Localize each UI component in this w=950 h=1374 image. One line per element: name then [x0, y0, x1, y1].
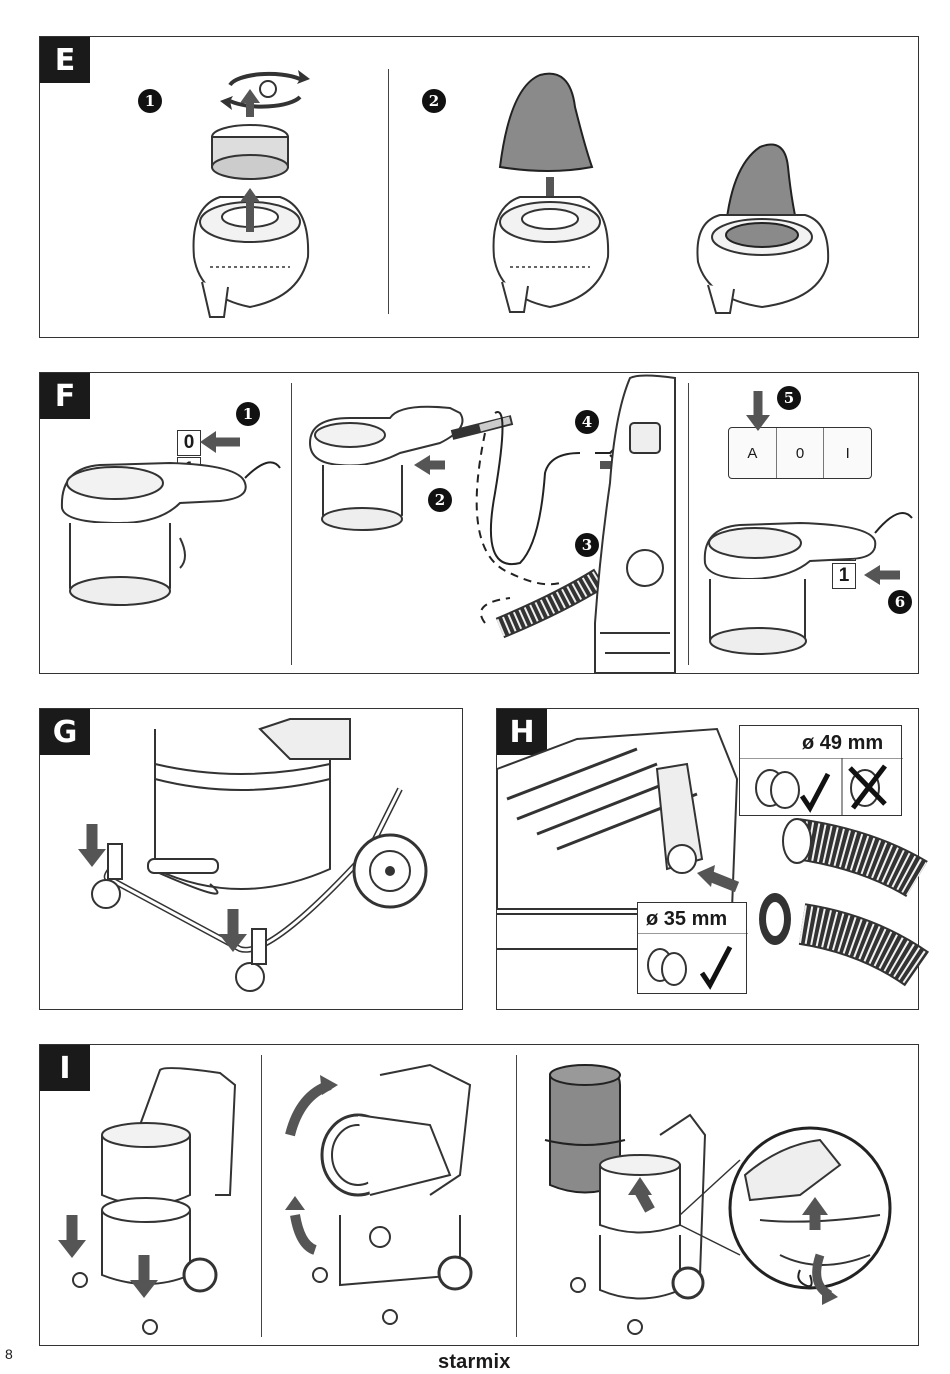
panel-i-divider-2 [516, 1055, 517, 1337]
mode-key-a[interactable]: A [729, 428, 777, 478]
step-number-f5: 5 [777, 386, 801, 410]
step-number-e2: 2 [422, 89, 446, 113]
adapter-35mm-icons [638, 933, 748, 990]
filter-removal-illustration [192, 70, 310, 318]
brand-logo: starmix [438, 1351, 511, 1373]
panel-e-label: E [40, 37, 90, 83]
panel-f-label: F [40, 373, 90, 419]
panel-i-divider-1 [261, 1055, 262, 1337]
callout-35mm: ø 35 mm [637, 902, 748, 994]
page-number: 8 [5, 1346, 13, 1362]
bag-installed-illustration [696, 143, 830, 314]
step-number-f1: 1 [236, 402, 260, 426]
panel-e-divider [388, 69, 389, 314]
caster-brake-illustration [78, 718, 428, 992]
sander-switch-off-label: 0 [177, 430, 201, 456]
panel-f-divider-1 [291, 383, 292, 665]
callout-49mm-title: ø 49 mm [802, 732, 884, 754]
panel-f: F 1 2 3 4 5 6 0 1 0 1 A 0 I [39, 372, 919, 674]
panel-f-divider-2 [688, 383, 689, 665]
panel-g-label: G [40, 709, 90, 755]
adapter-49mm-icons [740, 758, 903, 816]
sander-switch-on-label-2: 1 [832, 563, 856, 589]
sander-connection-illustrations [60, 374, 913, 674]
step-number-f2: 2 [428, 488, 452, 512]
mode-selector-panel: A 0 I [728, 427, 872, 479]
callout-35mm-title: ø 35 mm [646, 908, 728, 930]
mode-key-i[interactable]: I [845, 444, 850, 462]
step-number-f6: 6 [888, 590, 912, 614]
panel-g: G [39, 708, 463, 1010]
panel-h: H ø 49 mm ø 35 mm [496, 708, 930, 1010]
panel-i-label: I [40, 1045, 90, 1091]
bag-insertion-illustration [492, 72, 610, 313]
mode-key-0[interactable]: 0 [777, 428, 825, 478]
step-number-f3: 3 [575, 533, 599, 557]
step-number-e1: 1 [138, 89, 162, 113]
step-number-f4: 4 [575, 410, 599, 434]
tilt-and-empty-illustration [58, 1063, 892, 1335]
panel-h-label: H [497, 709, 547, 755]
panel-e: E 1 2 [39, 36, 919, 338]
panel-i: I [39, 1044, 919, 1346]
callout-49mm: ø 49 mm [739, 725, 903, 816]
